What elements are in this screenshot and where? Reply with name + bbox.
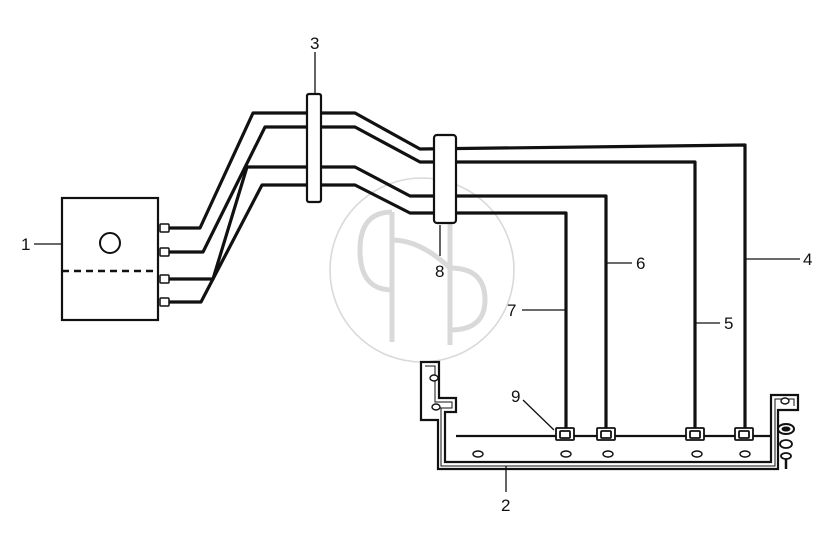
port-fittings bbox=[159, 223, 170, 307]
callout-7: 7 bbox=[507, 301, 516, 320]
callout-6: 6 bbox=[636, 254, 645, 273]
callout-5: 5 bbox=[724, 314, 733, 333]
hose-clamp-3 bbox=[305, 92, 323, 204]
callout-labels: 1 2 3 4 5 6 7 8 9 bbox=[21, 34, 812, 515]
callout-3: 3 bbox=[310, 34, 319, 53]
fastener-set bbox=[777, 423, 795, 469]
callout-4: 4 bbox=[803, 250, 812, 269]
callout-9: 9 bbox=[511, 387, 520, 406]
hose-lines bbox=[169, 111, 747, 432]
control-block bbox=[60, 196, 160, 322]
callout-2: 2 bbox=[501, 496, 510, 515]
line-fittings bbox=[555, 427, 754, 441]
callout-8: 8 bbox=[435, 262, 444, 281]
mounting-bracket bbox=[419, 360, 800, 471]
callout-1: 1 bbox=[21, 235, 30, 254]
watermark-logo bbox=[329, 177, 515, 363]
hose-clamp-8 bbox=[432, 133, 458, 225]
leader-lines bbox=[34, 52, 800, 492]
